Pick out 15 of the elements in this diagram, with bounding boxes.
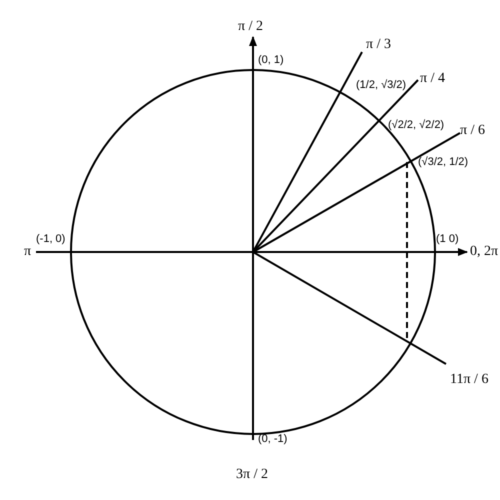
angle-label: π / 3 <box>366 38 391 52</box>
angle-label: 3π / 2 <box>236 468 268 482</box>
angle-label: π / 6 <box>460 124 485 138</box>
angle-label: π / 2 <box>238 20 263 34</box>
angle-label: 0, 2π <box>470 245 498 259</box>
angle-label: π / 4 <box>420 72 445 86</box>
coordinate-label: (√2/2, √2/2) <box>388 120 444 131</box>
coordinate-label: (1 0) <box>436 234 459 245</box>
angle-label: 11π / 6 <box>450 373 488 387</box>
coordinate-label: (0, 1) <box>258 55 284 66</box>
coordinate-label: (0, -1) <box>258 434 288 445</box>
coordinate-label: (1/2, √3/2) <box>356 80 406 91</box>
coordinate-label: (√3/2, 1/2) <box>418 157 468 168</box>
angle-label: π <box>24 245 32 259</box>
coordinate-label: (-1, 0) <box>36 234 66 245</box>
